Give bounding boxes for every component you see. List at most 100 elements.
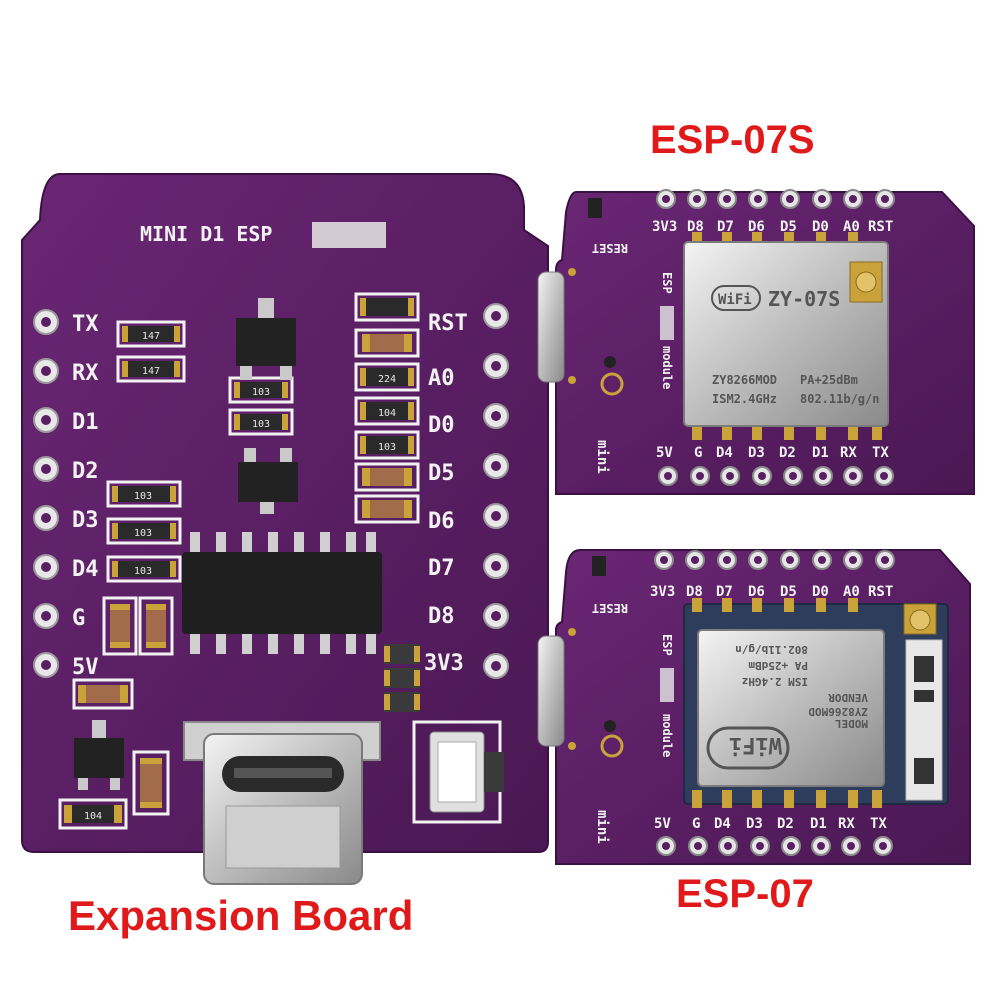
pin-label: TX [872,445,889,461]
pin-label: A0 [843,584,860,600]
pin-label: D2 [779,445,796,461]
module-line: ZY8266MOD [712,373,777,387]
pin-label-d1: D1 [72,410,99,435]
title-label-patch [312,222,386,248]
pin-label-d3: D3 [72,508,99,533]
esp07s-usb [537,271,565,383]
pin-label: 3V3 [652,219,677,235]
esp07-module: 802.11b/g/n PA +25dBm ISM 2.4GHz ZY8266M… [683,598,949,808]
resistor-code: 103 [134,491,152,502]
pin-label-tx: TX [72,312,99,337]
pin-label: D3 [748,445,765,461]
expansion-title: MINI D1 ESP [140,222,272,246]
pin-label: A0 [843,219,860,235]
expansion-board: MINI D1 ESP TX RX D1 D2 D3 D4 G 5V [21,173,549,885]
esp07s-board: 3V3 D8 D7 D6 D5 D0 A0 RST 5V G D4 D3 D2 … [537,189,975,495]
pin-label: D4 [716,445,733,461]
reset-switch [412,720,504,824]
wifi-logo: WiFi [718,292,752,308]
resistor-code: 147 [142,366,160,377]
pin-label: D7 [716,584,733,600]
esp07-bottom-labels: 5V G D4 D3 D2 D1 RX TX [654,816,887,832]
pin-label: 3V3 [650,584,675,600]
usb-serial-chip [182,532,382,654]
module-line: ZY8266MOD [808,705,868,718]
pin-label-d0: D0 [428,413,455,438]
caption-esp07s: ESP-07S [650,118,815,162]
pin-label: TX [870,816,887,832]
module-line: 802.11b/g/n [735,643,808,656]
pin-label: RX [838,816,855,832]
pin-label: D6 [748,584,765,600]
pin-label: D4 [714,816,731,832]
pin-label-5v: 5V [72,655,99,680]
middle-resistors: 103 103 [228,376,294,436]
pin-label: D8 [687,219,704,235]
pin-label: 5V [656,445,673,461]
pin-label: RST [868,219,893,235]
expansion-left-pinholes [33,309,59,678]
pin-label-g: G [72,606,85,631]
pin-label: D7 [717,219,734,235]
pin-label-d8: D8 [428,604,455,629]
module-line: PA+25dBm [800,373,858,387]
side-label: ESP [660,634,674,656]
pin-label-rst: RST [428,311,468,336]
resistor-code: 103 [252,419,270,430]
module-line: MODEL [835,717,868,730]
module-line: 802.11b/g/n [800,392,879,406]
module-line: ISM2.4GHz [712,392,777,406]
pin-label-d6: D6 [428,509,455,534]
mini-word: mini [594,810,610,844]
resistor-code: 147 [142,331,160,342]
pin-label: D5 [780,219,797,235]
resistor-code: 104 [378,408,396,419]
side-label-patch [660,306,674,340]
resistor-code: 103 [134,528,152,539]
pin-label-rx: RX [72,361,99,386]
pin-label: D3 [746,816,763,832]
module-model: ZY-07S [768,287,840,311]
capacitors: 104 [58,596,420,830]
pin-label-d4: D4 [72,557,99,582]
expansion-right-labels: RST A0 D0 D5 D6 D7 D8 3V3 [424,311,468,676]
esp07s-bottom-labels: 5V G D4 D3 D2 D1 RX TX [656,445,889,461]
esp07-bottom-pinholes [656,836,893,856]
pin-label: D0 [812,584,829,600]
esp07-board: 3V3 D8 D7 D6 D5 D0 A0 RST 5V G D4 D3 D2 … [537,549,971,865]
pin-label: D5 [780,584,797,600]
resistor-code: 103 [252,387,270,398]
resistor-code: 104 [84,811,102,822]
esp07s-top-labels: 3V3 D8 D7 D6 D5 D0 A0 RST [652,219,893,235]
side-label-patch [660,668,674,702]
module-word: module [660,714,674,757]
resistor-code: 103 [134,566,152,577]
caption-expansion-board: Expansion Board [68,892,414,939]
mini-word: mini [594,440,610,474]
pin-label-d2: D2 [72,459,99,484]
side-label: ESP [660,272,674,294]
resistor-code: 224 [378,374,396,385]
pin-label: D0 [812,219,829,235]
reset-label: RESET [592,241,628,255]
pin-label: D1 [810,816,827,832]
esp07-top-labels: 3V3 D8 D7 D6 D5 D0 A0 RST [650,584,893,600]
pin-label-3v3: 3V3 [424,651,464,676]
right-resistors: 224 104 103 [354,292,420,524]
pin-label: G [692,816,700,832]
module-word: module [660,346,674,389]
pin-label: D1 [812,445,829,461]
usb-c-connector [183,721,381,885]
pin-label: D6 [748,219,765,235]
pin-label: D2 [777,816,794,832]
left-resistors: 147 147 103 103 103 [106,320,186,583]
reset-label: RESET [592,601,628,615]
module-line: VENDOR [828,691,868,704]
resistor-code: 103 [378,442,396,453]
transistors [74,298,298,790]
pin-label: D8 [686,584,703,600]
pin-label-a0: A0 [428,366,455,391]
pin-label-d5: D5 [428,461,455,486]
esp07s-module: WiFi ZY-07S ZY8266MOD PA+25dBm ISM2.4GHz… [683,232,889,440]
